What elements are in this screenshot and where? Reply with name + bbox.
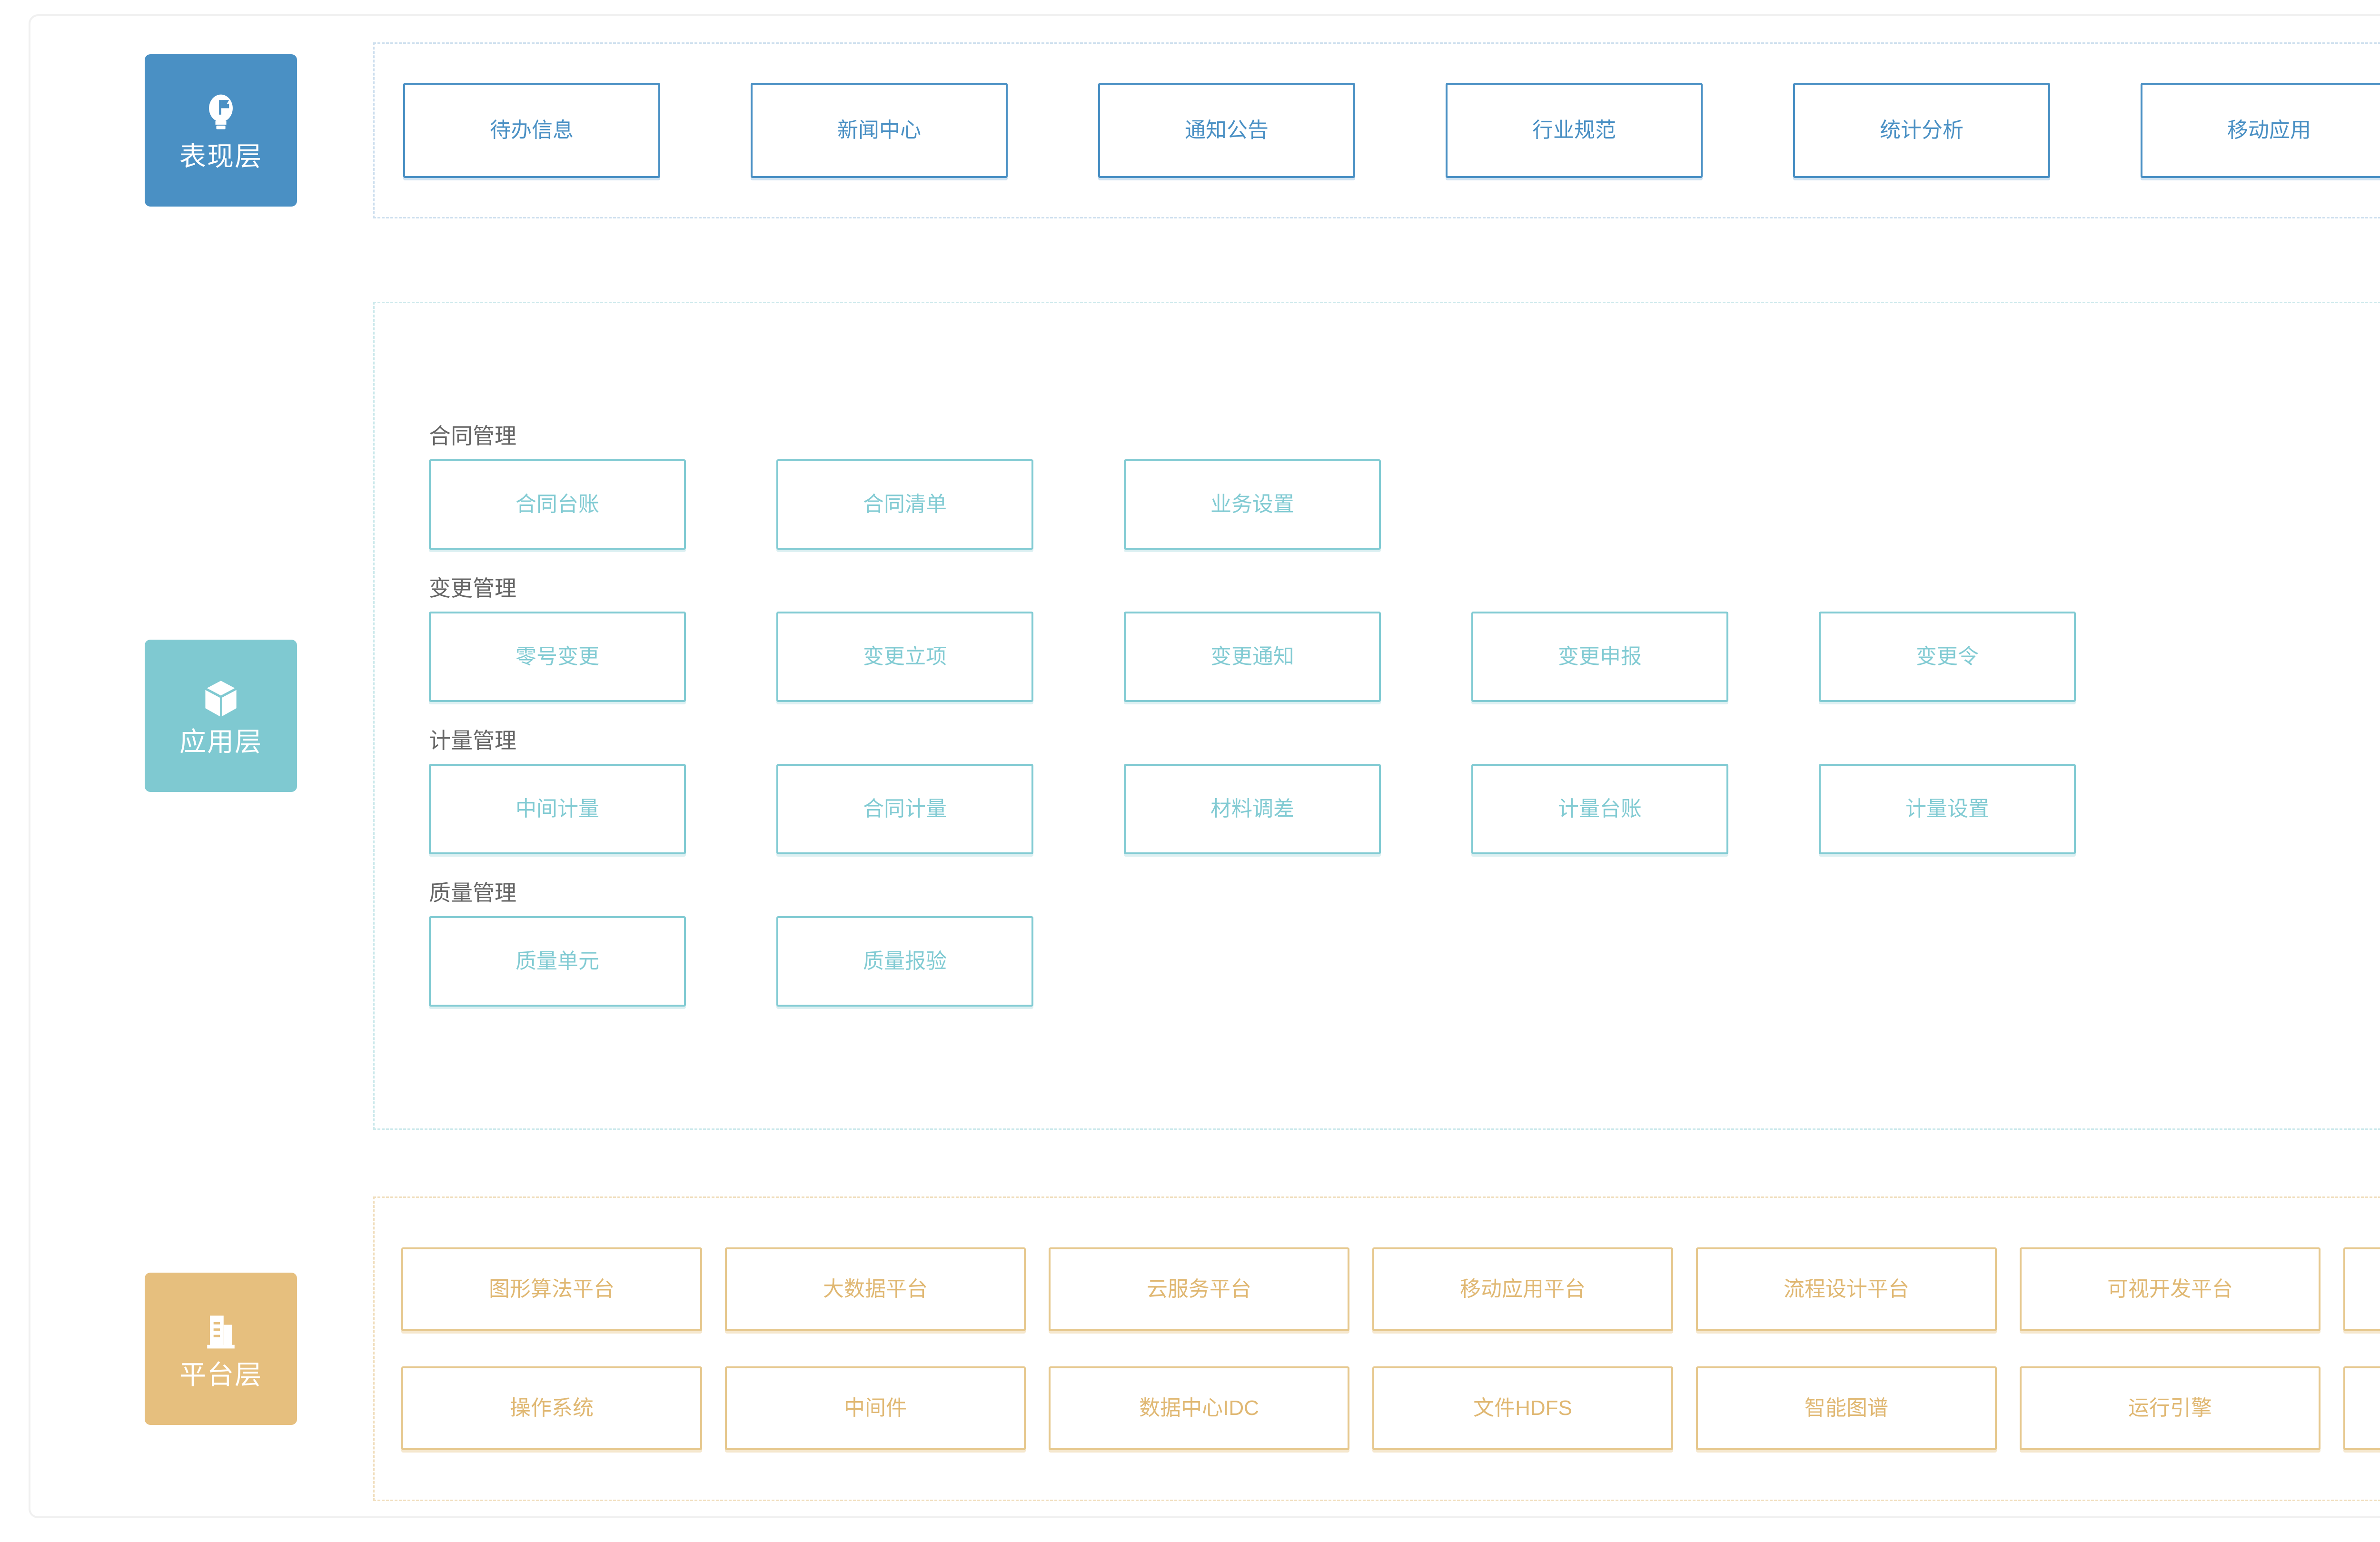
application-group-measurement: 计量管理 中间计量 合同计量 材料调差 计量台账 计量设置 (403, 730, 2380, 874)
platform-item-r2-6[interactable]: 信息安全 (2343, 1366, 2380, 1450)
application-layer-row: 应用层 合同管理 合同台账 合同清单 业务设置 变更管理 零号变更 变更立项 变… (145, 302, 2380, 1130)
application-item-measurement-4[interactable]: 计量设置 (1819, 764, 2076, 854)
platform-item-r1-4[interactable]: 流程设计平台 (1696, 1247, 1997, 1331)
lightbulb-flag-icon (199, 91, 243, 135)
application-group-title-measurement: 计量管理 (429, 728, 516, 753)
platform-item-r2-4[interactable]: 智能图谱 (1696, 1366, 1997, 1450)
platform-item-r2-0[interactable]: 操作系统 (401, 1366, 702, 1450)
application-item-change-1[interactable]: 变更立项 (776, 612, 1033, 702)
application-item-change-0[interactable]: 零号变更 (429, 612, 686, 702)
platform-layer-badge[interactable]: 平台层 (145, 1273, 297, 1425)
application-group-title-change: 变更管理 (429, 576, 516, 601)
application-item-measurement-0[interactable]: 中间计量 (429, 764, 686, 854)
application-chip-row-measurement: 中间计量 合同计量 材料调差 计量台账 计量设置 (429, 764, 2380, 854)
application-group-contract: 合同管理 合同台账 合同清单 业务设置 (403, 425, 2380, 570)
presentation-item-2[interactable]: 通知公告 (1098, 83, 1355, 178)
application-layer-label: 应用层 (179, 727, 262, 757)
platform-item-r1-2[interactable]: 云服务平台 (1049, 1247, 1349, 1331)
application-chip-row-contract: 合同台账 合同清单 业务设置 (429, 459, 2380, 550)
platform-item-r1-3[interactable]: 移动应用平台 (1372, 1247, 1673, 1331)
application-item-measurement-1[interactable]: 合同计量 (776, 764, 1033, 854)
cube-icon (199, 676, 243, 720)
application-item-quality-1[interactable]: 质量报验 (776, 916, 1033, 1007)
presentation-item-5[interactable]: 移动应用 (2141, 83, 2380, 178)
presentation-layer-panel: 待办信息 新闻中心 通知公告 行业规范 统计分析 移动应用 (373, 42, 2380, 218)
platform-layer-label: 平台层 (179, 1360, 262, 1390)
application-group-change: 变更管理 零号变更 变更立项 变更通知 变更申报 变更令 (403, 577, 2380, 722)
platform-item-r1-0[interactable]: 图形算法平台 (401, 1247, 702, 1331)
presentation-chip-row: 待办信息 新闻中心 通知公告 行业规范 统计分析 移动应用 (403, 83, 2380, 178)
application-group-title-contract: 合同管理 (429, 424, 516, 448)
presentation-layer-label: 表现层 (179, 141, 262, 171)
presentation-item-4[interactable]: 统计分析 (1793, 83, 2050, 178)
application-layer-badge[interactable]: 应用层 (145, 640, 297, 792)
application-chip-row-change: 零号变更 变更立项 变更通知 变更申报 变更令 (429, 612, 2380, 702)
application-group-title-quality: 质量管理 (429, 880, 516, 905)
application-layer-panel: 合同管理 合同台账 合同清单 业务设置 变更管理 零号变更 变更立项 变更通知 … (373, 302, 2380, 1130)
platform-chip-row-2: 操作系统 中间件 数据中心IDC 文件HDFS 智能图谱 运行引擎 信息安全 (401, 1366, 2380, 1450)
presentation-layer-badge[interactable]: 表现层 (145, 54, 297, 207)
application-item-measurement-2[interactable]: 材料调差 (1124, 764, 1381, 854)
platform-chip-row-1: 图形算法平台 大数据平台 云服务平台 移动应用平台 流程设计平台 可视开发平台 … (401, 1247, 2380, 1331)
platform-item-r2-3[interactable]: 文件HDFS (1372, 1366, 1673, 1450)
application-item-measurement-3[interactable]: 计量台账 (1471, 764, 1728, 854)
platform-item-r2-2[interactable]: 数据中心IDC (1049, 1366, 1349, 1450)
application-group-quality: 质量管理 质量单元 质量报验 (403, 882, 2380, 1007)
platform-item-r1-6[interactable]: 系统集成平台 (2343, 1247, 2380, 1331)
presentation-layer-row: 表现层 待办信息 新闻中心 通知公告 行业规范 统计分析 移动应用 (145, 42, 2380, 218)
building-icon (199, 1309, 243, 1353)
application-item-contract-2[interactable]: 业务设置 (1124, 459, 1381, 550)
application-item-contract-0[interactable]: 合同台账 (429, 459, 686, 550)
application-item-quality-0[interactable]: 质量单元 (429, 916, 686, 1007)
platform-layer-panel: 图形算法平台 大数据平台 云服务平台 移动应用平台 流程设计平台 可视开发平台 … (373, 1196, 2380, 1501)
application-item-change-4[interactable]: 变更令 (1819, 612, 2076, 702)
presentation-item-0[interactable]: 待办信息 (403, 83, 660, 178)
platform-layer-row: 平台层 图形算法平台 大数据平台 云服务平台 移动应用平台 流程设计平台 可视开… (145, 1196, 2380, 1501)
application-item-change-3[interactable]: 变更申报 (1471, 612, 1728, 702)
platform-item-r2-1[interactable]: 中间件 (725, 1366, 1026, 1450)
application-item-contract-1[interactable]: 合同清单 (776, 459, 1033, 550)
presentation-item-3[interactable]: 行业规范 (1446, 83, 1703, 178)
architecture-diagram-canvas: 表现层 待办信息 新闻中心 通知公告 行业规范 统计分析 移动应用 (29, 14, 2380, 1518)
platform-item-r1-1[interactable]: 大数据平台 (725, 1247, 1026, 1331)
platform-item-r2-5[interactable]: 运行引擎 (2020, 1366, 2320, 1450)
presentation-item-1[interactable]: 新闻中心 (751, 83, 1008, 178)
application-chip-row-quality: 质量单元 质量报验 (429, 916, 2380, 1007)
platform-item-r1-5[interactable]: 可视开发平台 (2020, 1247, 2320, 1331)
application-item-change-2[interactable]: 变更通知 (1124, 612, 1381, 702)
